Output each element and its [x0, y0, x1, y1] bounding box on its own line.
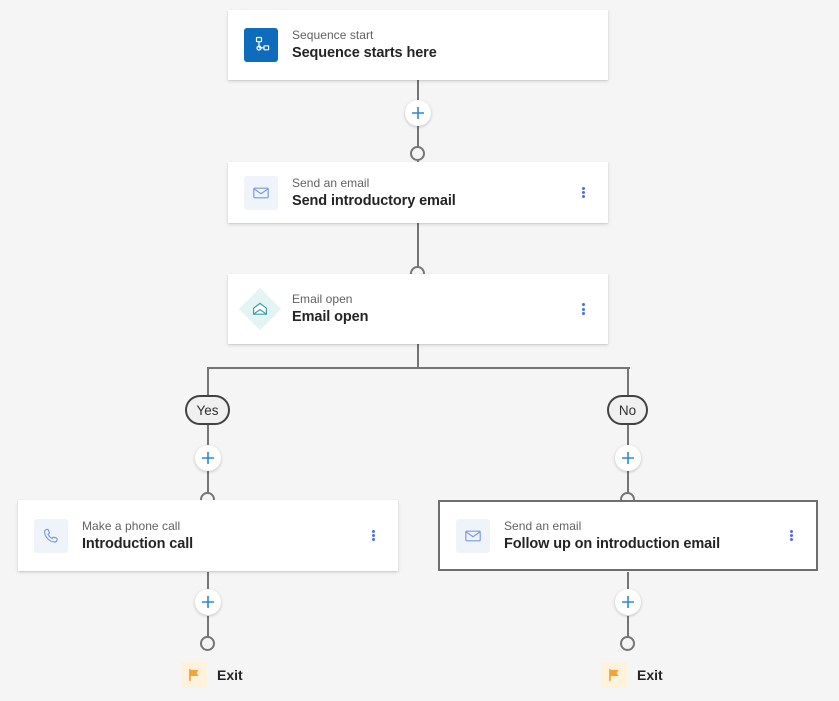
connector-line — [627, 572, 629, 592]
connector-line — [417, 80, 419, 102]
node-card-text: Email open Email open — [292, 291, 570, 327]
node-subtitle: Send an email — [504, 518, 582, 533]
branch-label-yes[interactable]: Yes — [185, 395, 230, 425]
node-subtitle: Sequence start — [292, 28, 374, 42]
add-step-yes-branch[interactable] — [195, 445, 221, 471]
node-subtitle: Email open — [292, 292, 353, 306]
plus-icon — [405, 100, 431, 126]
connector-line — [207, 616, 209, 637]
node-card-text: Make a phone call Introduction call — [82, 518, 360, 554]
connector-line — [627, 471, 629, 493]
plus-icon — [615, 445, 641, 471]
connector-line — [417, 344, 419, 369]
menu-dot — [581, 303, 585, 307]
exit-label: Exit — [217, 667, 243, 683]
exit-node-no-branch[interactable]: Exit — [601, 662, 663, 688]
node-card-text: Sequence start Sequence starts here — [292, 27, 608, 63]
connector-line — [207, 425, 209, 447]
connector-line — [627, 425, 629, 447]
menu-dot — [581, 311, 585, 315]
phone-icon — [34, 518, 68, 553]
node-card-send-introductory-email[interactable]: Send an email Send introductory email — [228, 162, 608, 223]
connector-line — [417, 223, 419, 268]
node-title: Sequence starts here — [292, 45, 437, 61]
node-card-follow-up-email[interactable]: Send an email Follow up on introduction … — [438, 500, 818, 571]
envelope-icon — [456, 518, 490, 553]
node-title: Follow up on introduction email — [504, 535, 720, 552]
menu-dot — [581, 195, 585, 199]
flag-icon — [181, 662, 207, 688]
connector-line — [627, 616, 629, 637]
add-step-after-follow-up-email[interactable] — [615, 589, 641, 615]
exit-label: Exit — [637, 667, 663, 683]
open-envelope-icon — [240, 289, 280, 329]
flag-icon — [601, 662, 627, 688]
menu-dot — [371, 538, 375, 542]
menu-dot — [581, 186, 585, 190]
node-card-email-open[interactable]: Email open Email open — [228, 274, 608, 344]
menu-dot — [371, 534, 375, 537]
add-step-no-branch[interactable] — [615, 445, 641, 471]
node-card-introduction-call[interactable]: Make a phone call Introduction call — [18, 500, 398, 571]
branch-label-no-text: No — [618, 402, 637, 418]
node-overflow-menu-button[interactable] — [360, 523, 386, 549]
menu-dot — [789, 538, 793, 542]
branch-horizontal-line — [207, 367, 630, 369]
node-card-sequence-start[interactable]: Sequence start Sequence starts here — [228, 10, 608, 80]
sequence-start-icon — [244, 28, 278, 62]
exit-node-yes-branch[interactable]: Exit — [181, 662, 243, 688]
connector-line — [207, 572, 209, 592]
branch-label-yes-text: Yes — [196, 402, 219, 418]
node-card-text: Send an email Send introductory email — [292, 175, 570, 211]
plus-icon — [195, 589, 221, 615]
node-subtitle: Send an email — [292, 175, 370, 190]
menu-dot — [789, 534, 793, 537]
node-subtitle: Make a phone call — [82, 518, 181, 533]
plus-icon — [615, 589, 641, 615]
branch-label-no[interactable]: No — [607, 395, 648, 425]
plus-icon — [195, 445, 221, 471]
connector-line — [207, 471, 209, 493]
menu-dot — [789, 529, 793, 533]
add-step-after-sequence-start[interactable] — [405, 100, 431, 126]
node-overflow-menu-button[interactable] — [778, 523, 804, 549]
node-title: Email open — [292, 309, 369, 325]
node-card-text: Send an email Follow up on introduction … — [504, 518, 778, 554]
menu-dot — [371, 529, 375, 533]
connector-endpoint — [200, 636, 215, 651]
node-overflow-menu-button[interactable] — [570, 296, 596, 322]
menu-dot — [581, 191, 585, 194]
connector-endpoint — [410, 146, 425, 161]
node-overflow-menu-button[interactable] — [570, 180, 596, 206]
node-title: Introduction call — [82, 535, 194, 552]
connector-line — [207, 367, 209, 396]
envelope-icon — [244, 175, 278, 210]
connector-endpoint — [620, 636, 635, 651]
node-title: Send introductory email — [292, 192, 456, 209]
menu-dot — [581, 307, 585, 311]
connector-line — [627, 367, 629, 396]
add-step-after-introduction-call[interactable] — [195, 589, 221, 615]
connector-line — [417, 126, 419, 148]
